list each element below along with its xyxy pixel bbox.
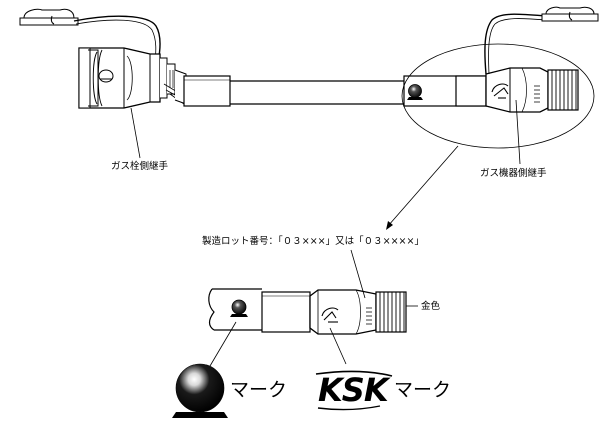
detail-ball-mark	[231, 299, 247, 315]
detail-view	[208, 288, 407, 335]
ksk-logo-text: KSK	[318, 371, 391, 409]
circle-mark-label: マーク	[230, 379, 287, 401]
gas-cock-fitting	[19, 8, 187, 109]
ksk-mark-label: マーク	[394, 379, 451, 401]
top-ball-mark	[408, 84, 422, 98]
gas-cock-fitting-label: ガス栓側継手	[111, 160, 169, 172]
detail-ksk-mark	[321, 307, 339, 323]
right-dust-cap	[541, 6, 599, 22]
top-hose	[183, 75, 487, 107]
lot-arrowhead	[386, 221, 393, 230]
right-strap	[484, 13, 547, 75]
large-ball-mark	[172, 363, 228, 418]
left-socket-body	[78, 47, 161, 109]
top-ksk-mark	[491, 83, 509, 99]
top-leader-lines	[130, 99, 521, 227]
left-strap	[73, 15, 161, 63]
appliance-fitting	[484, 6, 599, 113]
detail-tube	[208, 288, 215, 331]
ksk-logo: KSK	[315, 370, 393, 411]
lot-number-label: 製造ロット番号：「０３×××」又は「０３××××」	[202, 235, 424, 247]
left-dust-cap	[19, 8, 79, 26]
detail-leader-lines	[209, 249, 418, 367]
gold-color-label: 金色	[421, 300, 441, 312]
appliance-fitting-label: ガス機器側継手	[480, 167, 547, 179]
detail-callout-ellipse	[401, 43, 595, 149]
